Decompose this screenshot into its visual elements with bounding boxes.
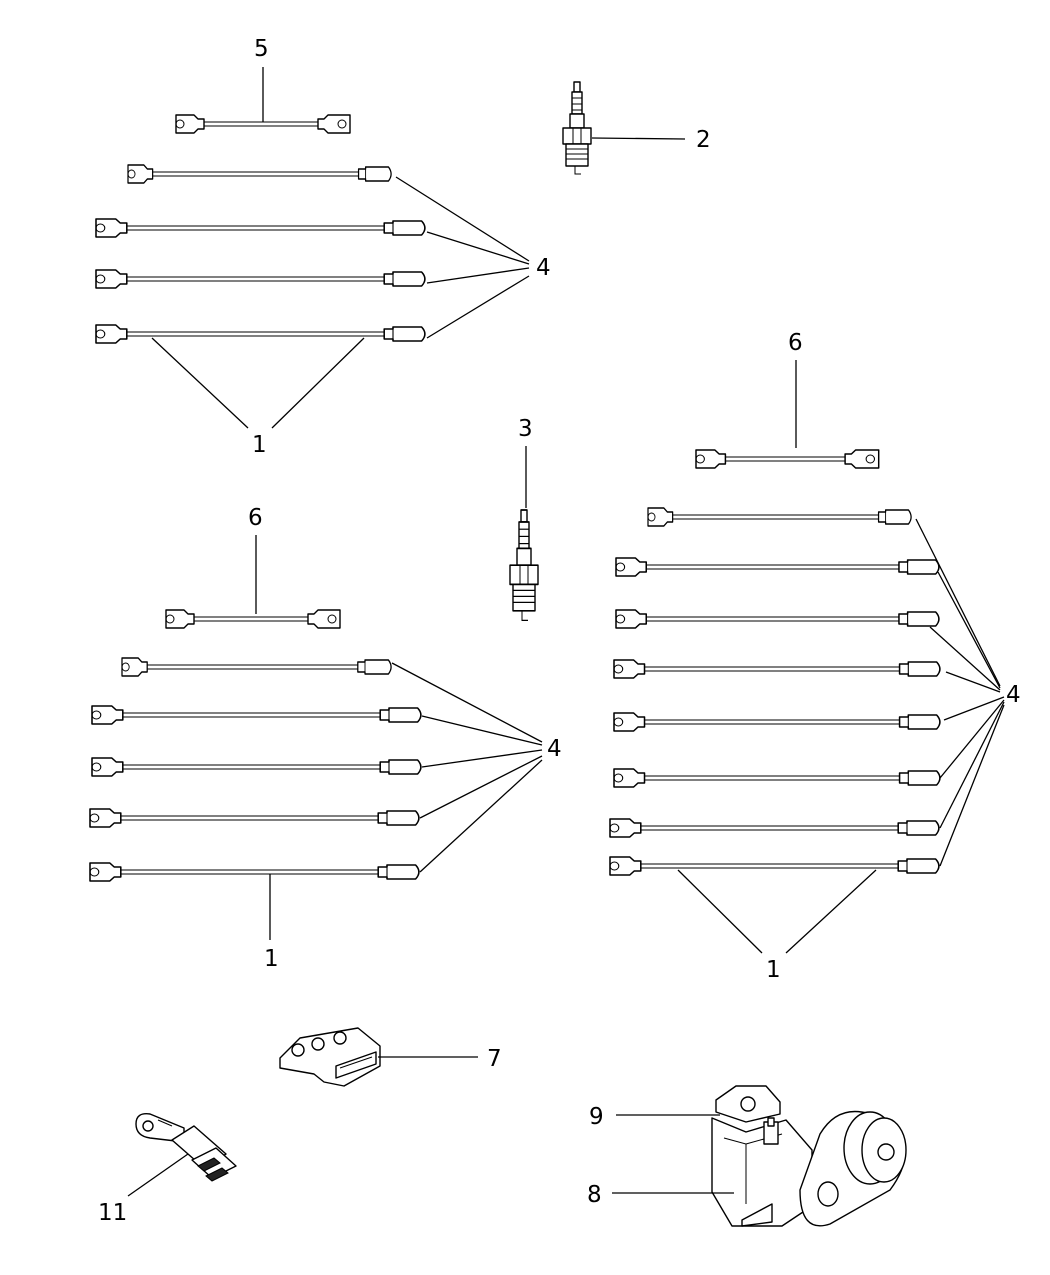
leader-line <box>421 749 543 768</box>
spark-plug-wire <box>609 856 940 876</box>
spark-plug-wire <box>615 609 940 629</box>
leader-line <box>939 704 1005 867</box>
callout-8: 8 <box>587 1182 602 1208</box>
spark-plug-wire <box>89 808 420 828</box>
callout-5: 5 <box>254 36 269 62</box>
leader-line <box>395 176 530 262</box>
spark-plug-wire <box>613 659 941 679</box>
spark-plug-wire <box>127 164 392 184</box>
leader-line <box>419 759 543 873</box>
callout-2: 2 <box>696 127 711 153</box>
callout-6: 6 <box>248 505 263 531</box>
leader-line <box>785 869 877 954</box>
spark-plug-wire <box>95 218 426 238</box>
leader-line <box>943 696 1005 721</box>
spark-plug-wire <box>613 768 941 788</box>
callout-9: 9 <box>589 1104 604 1130</box>
leader-line <box>929 626 1001 691</box>
callout-1: 1 <box>252 432 267 458</box>
spark-plug-wire <box>95 269 426 289</box>
spark-plug-wire <box>121 657 392 677</box>
spark-plug-wire <box>91 705 422 725</box>
callout-11: 11 <box>98 1200 127 1226</box>
callout-6: 6 <box>788 330 803 356</box>
coil-wire-6 <box>695 449 880 469</box>
spark-plug-wire <box>613 712 941 732</box>
coil-wire-6 <box>165 609 341 629</box>
sensor-11 <box>127 1113 237 1197</box>
leader-line <box>127 1153 189 1197</box>
callout-4: 4 <box>536 255 551 281</box>
callout-1: 1 <box>264 946 279 972</box>
spark-plug-2 <box>562 81 686 175</box>
leader-line <box>426 275 530 339</box>
callout-7: 7 <box>487 1046 502 1072</box>
leader-line <box>939 701 1005 829</box>
leader-line <box>151 337 249 429</box>
spark-plug-wire <box>647 507 912 527</box>
callout-3: 3 <box>518 416 533 442</box>
spark-plug-wire <box>615 557 940 577</box>
spark-plug-wire <box>91 757 422 777</box>
leader-line <box>591 137 686 140</box>
wire-set-four-cylinder <box>95 67 530 429</box>
spark-plug-wire <box>89 862 420 882</box>
wire-set-eight-cylinder <box>609 360 1005 954</box>
callout-4: 4 <box>1006 682 1021 708</box>
callout-1: 1 <box>766 957 781 983</box>
leader-line <box>677 869 763 954</box>
callout-4: 4 <box>547 736 562 762</box>
leader-line <box>391 662 543 743</box>
leader-line <box>426 231 530 265</box>
spark-plug-wire <box>95 324 426 344</box>
leader-line <box>421 715 543 746</box>
spark-plug-wire <box>609 818 940 838</box>
spark-plug-3 <box>509 446 539 622</box>
wire-separator-7 <box>279 1027 478 1087</box>
leader-line <box>426 267 530 284</box>
leader-line <box>915 518 1001 687</box>
wire-set-five-cylinder <box>89 535 543 940</box>
leader-line <box>419 755 543 819</box>
leader-line <box>939 699 1005 779</box>
leader-line <box>945 671 1001 693</box>
leader-line <box>937 571 1001 689</box>
ignition-coil-assembly <box>612 1085 907 1227</box>
leader-line <box>271 337 365 429</box>
